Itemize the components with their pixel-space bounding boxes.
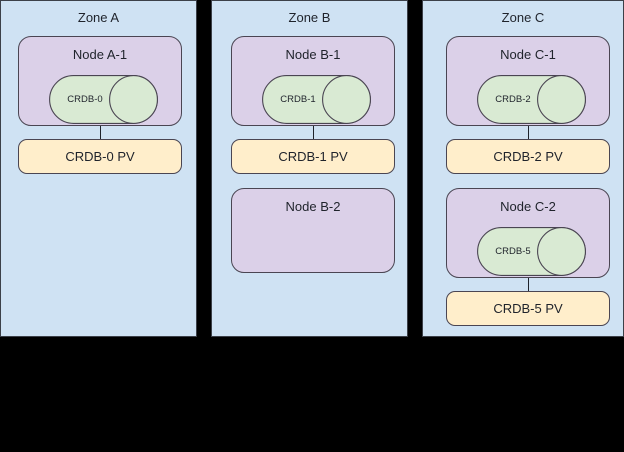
pv-crdb-0: CRDB-0 PV	[18, 139, 182, 174]
connector-node-b-1-to-pv	[313, 126, 314, 139]
pv-crdb-5: CRDB-5 PV	[446, 291, 610, 326]
pv-crdb-1-label: CRDB-1 PV	[278, 148, 348, 164]
pv-crdb-0-label: CRDB-0 PV	[65, 148, 135, 164]
cylinder-shape-icon	[262, 75, 371, 124]
node-b-2: Node B-2	[231, 188, 395, 273]
zone-b: Zone B Node B-1 CRDB-1 CRDB-1 PV Node B-…	[211, 0, 408, 337]
database-crdb-1: CRDB-1	[262, 75, 371, 124]
connector-node-c-1-to-pv	[528, 126, 529, 139]
zone-a: Zone A Node A-1 CRDB-0 CRDB-0 PV	[0, 0, 197, 337]
cylinder-shape-icon	[477, 227, 586, 276]
node-c-1: Node C-1 CRDB-2	[446, 36, 610, 126]
node-c-1-title: Node C-1	[500, 47, 556, 62]
pv-crdb-2-label: CRDB-2 PV	[493, 148, 563, 164]
connector-node-c-2-to-pv	[528, 278, 529, 291]
pv-crdb-5-label: CRDB-5 PV	[493, 300, 563, 316]
node-b-1: Node B-1 CRDB-1	[231, 36, 395, 126]
zone-b-title: Zone B	[288, 10, 331, 25]
node-c-2-title: Node C-2	[500, 199, 556, 214]
database-crdb-0: CRDB-0	[49, 75, 158, 124]
database-crdb-5: CRDB-5	[477, 227, 586, 276]
pv-crdb-2: CRDB-2 PV	[446, 139, 610, 174]
pv-crdb-1: CRDB-1 PV	[231, 139, 395, 174]
zone-c: Zone C Node C-1 CRDB-2 CRDB-2 PV Node C-…	[422, 0, 624, 337]
zone-a-title: Zone A	[77, 10, 120, 25]
node-a-1-title: Node A-1	[72, 47, 128, 62]
zone-c-title: Zone C	[501, 10, 545, 25]
node-a-1: Node A-1 CRDB-0	[18, 36, 182, 126]
node-b-2-title: Node B-2	[285, 199, 341, 214]
node-b-1-title: Node B-1	[285, 47, 341, 62]
node-c-2: Node C-2 CRDB-5	[446, 188, 610, 278]
database-crdb-2: CRDB-2	[477, 75, 586, 124]
cylinder-shape-icon	[49, 75, 158, 124]
cylinder-shape-icon	[477, 75, 586, 124]
connector-node-a-1-to-pv	[100, 126, 101, 139]
